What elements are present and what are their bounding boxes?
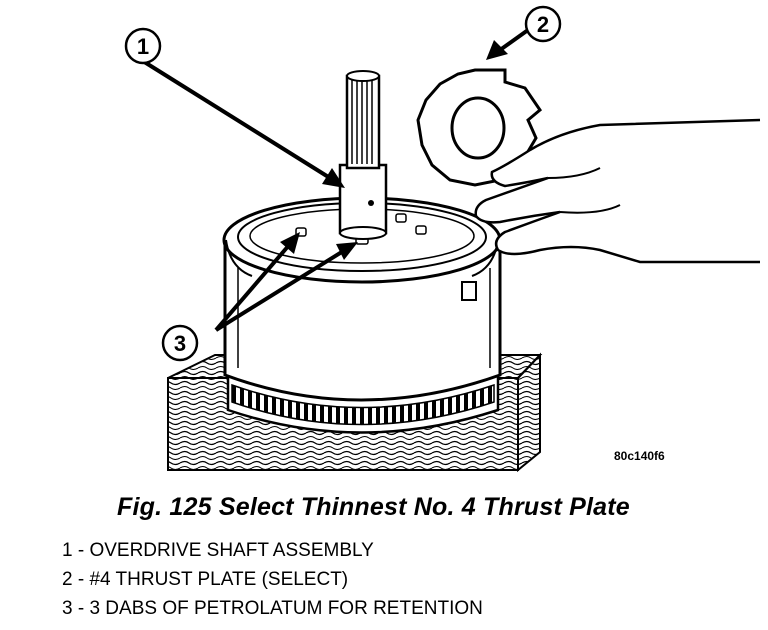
technical-illustration: 1 2 3 80c140f6 [124,5,761,473]
callout-1: 1 [124,27,345,188]
figure-caption: Fig. 125 Select Thinnest No. 4 Thrust Pl… [117,493,630,521]
callout-2: 2 [486,5,562,60]
figure-code: 80c140f6 [614,449,665,463]
thrust-plate [416,68,543,187]
callout-1-number: 1 [137,34,149,59]
overdrive-shaft [338,70,388,240]
hand [474,118,761,264]
legend-item: 1 - OVERDRIVE SHAFT ASSEMBLY [62,540,374,561]
legend-item: 3 - 3 DABS OF PETROLATUM FOR RETENTION [62,598,483,619]
legend-item: 2 - #4 THRUST PLATE (SELECT) [62,569,349,590]
callout-3-number: 3 [174,331,186,356]
callout-2-number: 2 [537,12,549,37]
legend-list: 1 - OVERDRIVE SHAFT ASSEMBLY 2 - #4 THRU… [62,536,483,623]
callout-3: 3 [161,232,358,362]
